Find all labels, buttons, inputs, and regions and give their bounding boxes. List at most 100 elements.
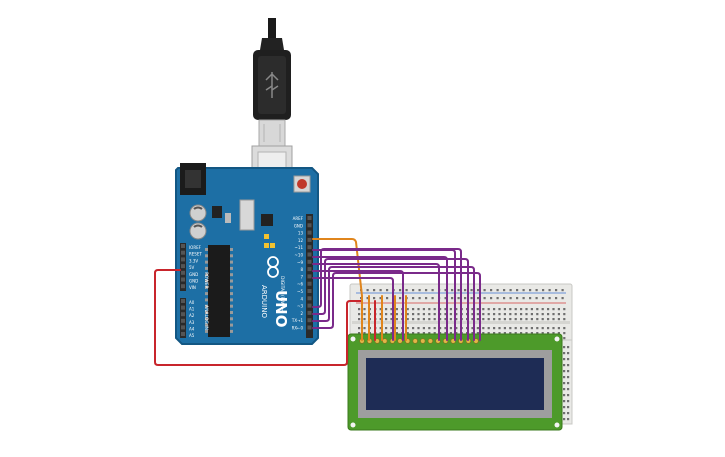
breadboard-hole[interactable] bbox=[490, 289, 493, 292]
lcd-pin[interactable] bbox=[382, 338, 388, 344]
breadboard-hole[interactable] bbox=[555, 289, 558, 292]
breadboard-hole[interactable] bbox=[444, 313, 447, 316]
breadboard-hole[interactable] bbox=[363, 332, 366, 335]
breadboard-hole[interactable] bbox=[567, 388, 570, 391]
wire-d4-purple[interactable] bbox=[312, 258, 469, 341]
breadboard-hole[interactable] bbox=[455, 313, 458, 316]
breadboard-hole[interactable] bbox=[363, 313, 366, 316]
breadboard-hole[interactable] bbox=[358, 327, 361, 330]
breadboard-hole[interactable] bbox=[482, 332, 485, 335]
breadboard-hole[interactable] bbox=[520, 318, 523, 321]
breadboard-hole[interactable] bbox=[514, 313, 517, 316]
breadboard-hole[interactable] bbox=[471, 318, 474, 321]
breadboard-hole[interactable] bbox=[493, 327, 496, 330]
breadboard-hole[interactable] bbox=[520, 308, 523, 311]
lcd-pin[interactable] bbox=[427, 338, 434, 344]
breadboard-hole[interactable] bbox=[563, 308, 566, 311]
breadboard-hole[interactable] bbox=[542, 289, 545, 292]
header-socket[interactable] bbox=[181, 332, 185, 336]
breadboard-hole[interactable] bbox=[405, 289, 408, 292]
breadboard-hole[interactable] bbox=[555, 297, 558, 300]
breadboard-hole[interactable] bbox=[516, 297, 519, 300]
wire-gnd-orange[interactable] bbox=[312, 238, 363, 341]
breadboard-hole[interactable] bbox=[406, 332, 409, 335]
breadboard-hole[interactable] bbox=[433, 332, 436, 335]
breadboard-hole[interactable] bbox=[449, 308, 452, 311]
breadboard-hole[interactable] bbox=[516, 289, 519, 292]
breadboard-hole[interactable] bbox=[422, 308, 425, 311]
breadboard-hole[interactable] bbox=[487, 313, 490, 316]
header-socket[interactable] bbox=[307, 274, 312, 279]
breadboard-hole[interactable] bbox=[439, 332, 442, 335]
breadboard-hole[interactable] bbox=[567, 346, 570, 349]
breadboard-hole[interactable] bbox=[503, 313, 506, 316]
breadboard-hole[interactable] bbox=[476, 318, 479, 321]
breadboard-hole[interactable] bbox=[493, 318, 496, 321]
header-socket[interactable] bbox=[307, 252, 312, 257]
breadboard-hole[interactable] bbox=[514, 318, 517, 321]
breadboard-hole[interactable] bbox=[561, 289, 564, 292]
breadboard-hole[interactable] bbox=[503, 308, 506, 311]
breadboard-hole[interactable] bbox=[444, 332, 447, 335]
breadboard-hole[interactable] bbox=[563, 327, 566, 330]
breadboard-hole[interactable] bbox=[358, 332, 361, 335]
header-socket[interactable] bbox=[307, 325, 312, 330]
breadboard-hole[interactable] bbox=[449, 327, 452, 330]
breadboard-hole[interactable] bbox=[563, 412, 566, 415]
breadboard-hole[interactable] bbox=[379, 332, 382, 335]
breadboard-hole[interactable] bbox=[422, 327, 425, 330]
breadboard-hole[interactable] bbox=[567, 382, 570, 385]
breadboard-hole[interactable] bbox=[395, 308, 398, 311]
breadboard-hole[interactable] bbox=[514, 327, 517, 330]
header-socket[interactable] bbox=[181, 299, 185, 303]
breadboard-hole[interactable] bbox=[428, 313, 431, 316]
breadboard-hole[interactable] bbox=[541, 318, 544, 321]
breadboard-hole[interactable] bbox=[530, 308, 533, 311]
breadboard-hole[interactable] bbox=[557, 332, 560, 335]
breadboard-hole[interactable] bbox=[490, 297, 493, 300]
breadboard-hole[interactable] bbox=[425, 297, 428, 300]
breadboard-hole[interactable] bbox=[561, 297, 564, 300]
breadboard-hole[interactable] bbox=[530, 332, 533, 335]
breadboard-hole[interactable] bbox=[493, 313, 496, 316]
breadboard-hole[interactable] bbox=[431, 289, 434, 292]
breadboard-hole[interactable] bbox=[547, 327, 550, 330]
breadboard-hole[interactable] bbox=[509, 297, 512, 300]
breadboard-hole[interactable] bbox=[509, 318, 512, 321]
breadboard-hole[interactable] bbox=[509, 289, 512, 292]
breadboard-hole[interactable] bbox=[563, 364, 566, 367]
header-socket[interactable] bbox=[307, 230, 312, 235]
breadboard-hole[interactable] bbox=[567, 412, 570, 415]
breadboard-hole[interactable] bbox=[487, 308, 490, 311]
breadboard-hole[interactable] bbox=[412, 318, 415, 321]
lcd-pin[interactable] bbox=[397, 338, 403, 344]
breadboard-hole[interactable] bbox=[422, 313, 425, 316]
breadboard-hole[interactable] bbox=[412, 289, 415, 292]
header-socket[interactable] bbox=[307, 310, 312, 315]
breadboard-hole[interactable] bbox=[567, 406, 570, 409]
breadboard-hole[interactable] bbox=[563, 332, 566, 335]
wire-d2-purple[interactable] bbox=[312, 272, 481, 341]
breadboard-hole[interactable] bbox=[522, 297, 525, 300]
breadboard-hole[interactable] bbox=[567, 352, 570, 355]
breadboard-hole[interactable] bbox=[522, 289, 525, 292]
breadboard-hole[interactable] bbox=[525, 332, 528, 335]
breadboard-hole[interactable] bbox=[358, 313, 361, 316]
breadboard-hole[interactable] bbox=[439, 313, 442, 316]
breadboard-hole[interactable] bbox=[428, 327, 431, 330]
breadboard-hole[interactable] bbox=[439, 327, 442, 330]
breadboard-hole[interactable] bbox=[439, 318, 442, 321]
breadboard-hole[interactable] bbox=[412, 313, 415, 316]
breadboard-hole[interactable] bbox=[471, 332, 474, 335]
breadboard-hole[interactable] bbox=[471, 327, 474, 330]
breadboard-hole[interactable] bbox=[366, 297, 369, 300]
header-socket[interactable] bbox=[307, 303, 312, 308]
breadboard-hole[interactable] bbox=[563, 406, 566, 409]
breadboard-hole[interactable] bbox=[422, 332, 425, 335]
breadboard-hole[interactable] bbox=[503, 318, 506, 321]
wire-d5-purple[interactable] bbox=[312, 248, 462, 341]
breadboard-hole[interactable] bbox=[455, 318, 458, 321]
breadboard-hole[interactable] bbox=[457, 297, 460, 300]
breadboard-hole[interactable] bbox=[496, 289, 499, 292]
breadboard-hole[interactable] bbox=[363, 327, 366, 330]
